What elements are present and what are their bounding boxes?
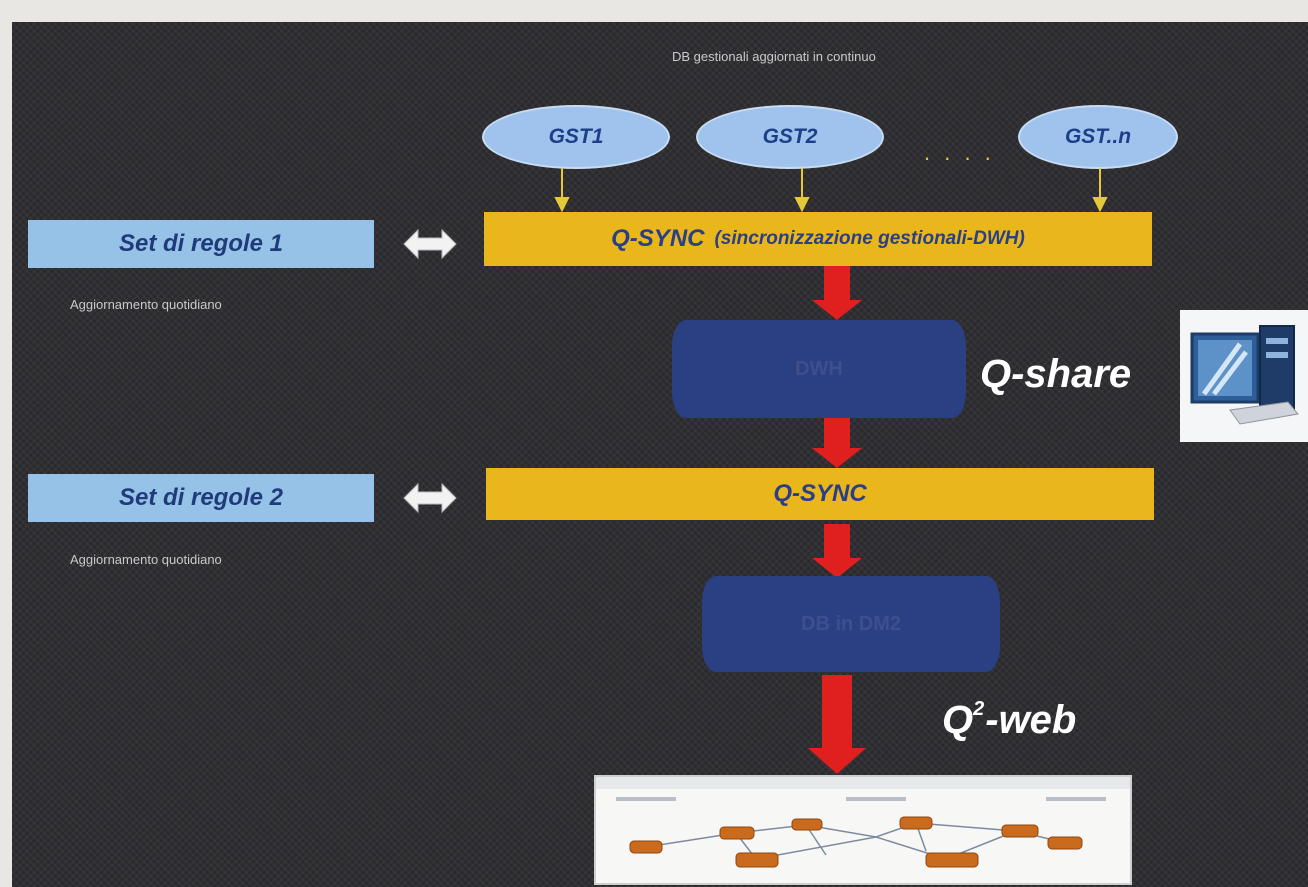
double-arrow-icon	[403, 228, 457, 260]
flow-arrows	[808, 264, 866, 774]
rule-set-1: Set di regole 1	[28, 220, 374, 268]
diagram-slide: DB gestionali aggiornati in continuo GST…	[12, 22, 1308, 887]
connector-arrows	[554, 168, 1108, 774]
source-gstn: GST..n	[1018, 105, 1178, 169]
qsync-bar-1: Q-SYNC (sincronizzazione gestionali-DWH)	[484, 212, 1152, 266]
network-map-thumbnail	[594, 775, 1132, 885]
label-q-share: Q-share	[980, 352, 1132, 396]
ellipsis: . . . .	[924, 140, 995, 165]
qsync-1-name: Q-SYNC	[611, 225, 705, 252]
rule-set-2: Set di regole 2	[28, 474, 374, 522]
qsync-1-detail: (sincronizzazione gestionali-DWH)	[714, 228, 1025, 249]
double-arrow-icon	[403, 482, 457, 514]
label-q2-web: Q2-web	[942, 698, 1077, 742]
qsync-bar-2: Q-SYNC	[486, 468, 1154, 520]
qsync-2-name: Q-SYNC	[773, 480, 867, 507]
top-caption: DB gestionali aggiornati in continuo	[672, 49, 876, 64]
source-gst2: GST2	[696, 105, 884, 169]
rule-set-1-note: Aggiornamento quotidiano	[70, 297, 222, 312]
rule-set-2-note: Aggiornamento quotidiano	[70, 552, 222, 567]
dwh-database: DWH	[672, 320, 966, 418]
computer-icon	[1180, 310, 1308, 442]
dm2-database: DB in DM2	[702, 576, 1000, 672]
source-gst1: GST1	[482, 105, 670, 169]
